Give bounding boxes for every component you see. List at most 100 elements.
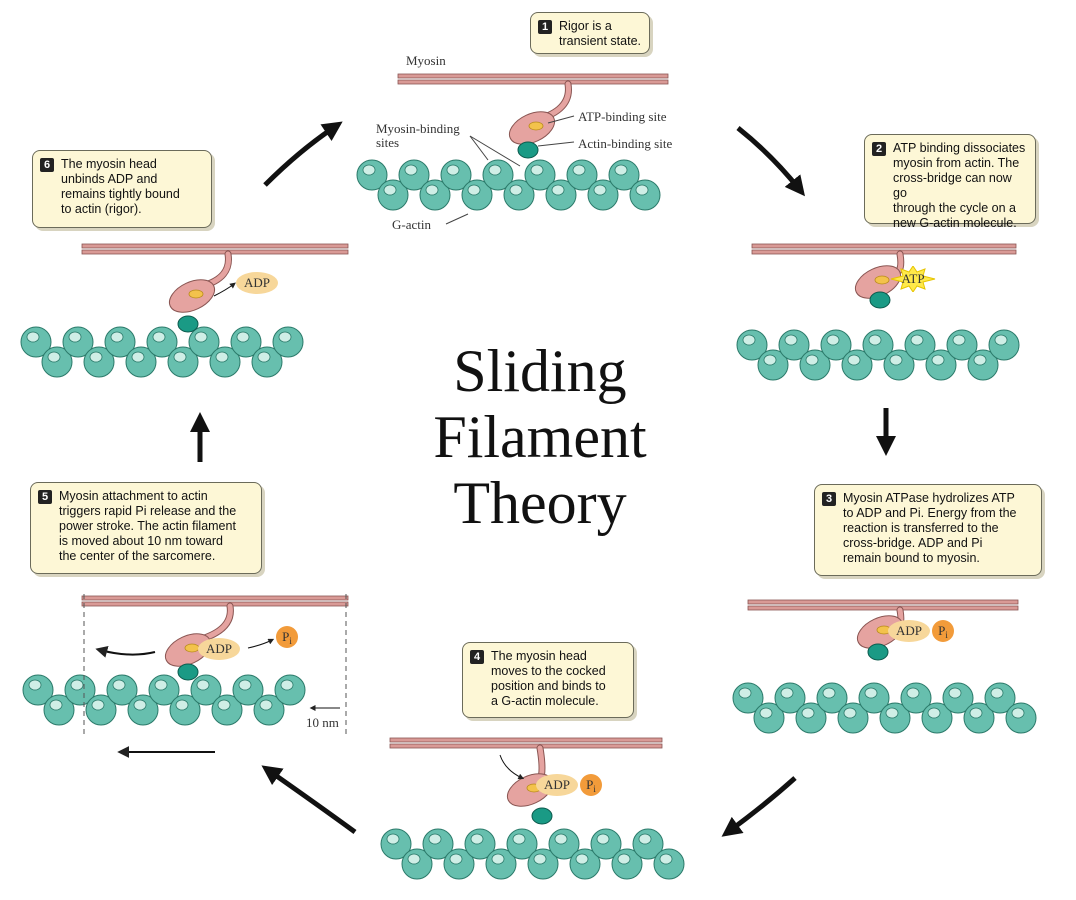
- g-actin-bead-highlight: [973, 354, 987, 366]
- myosin-thick-filament-6: [81, 243, 349, 255]
- diagram-title-line-2: Filament: [433, 404, 647, 470]
- atp-binding-site: [874, 275, 890, 285]
- g-actin-bead-highlight: [383, 184, 397, 196]
- g-actin-bead: [272, 326, 304, 358]
- g-actin-bead-highlight: [509, 184, 523, 196]
- pi-circle-3: Pi: [932, 620, 954, 642]
- g-actin-bead-highlight: [217, 699, 231, 711]
- g-actin-bead-highlight: [133, 699, 147, 711]
- cycle-arrow-3-to-4: [721, 776, 797, 837]
- g-actin-bead-highlight: [847, 354, 861, 366]
- g-actin-bead: [1005, 702, 1037, 734]
- step-6-callout: 6 The myosin head unbinds ADP and remain…: [32, 150, 212, 228]
- g-actin-bead-highlight: [742, 334, 756, 346]
- g-actin-bead-highlight: [257, 351, 271, 363]
- g-actin-bead-highlight: [512, 833, 526, 845]
- g-actin-bead-highlight: [763, 354, 777, 366]
- g-actin-bead-highlight: [110, 331, 124, 343]
- g-actin-bead-highlight: [278, 331, 292, 343]
- leader-lines: [445, 115, 575, 225]
- g-actin-bead-highlight: [551, 184, 565, 196]
- g-actin-bead: [274, 674, 306, 706]
- pi-circle-4: Pi: [580, 774, 602, 796]
- pi-text: P: [586, 777, 594, 792]
- g-actin-bead-highlight: [173, 351, 187, 363]
- adp-text: ADP: [243, 275, 270, 290]
- g-actin-bead-highlight: [533, 853, 547, 865]
- g-actin-bead-highlight: [868, 334, 882, 346]
- step-3-number: 3: [822, 492, 836, 506]
- actin-binding-site: [517, 141, 539, 159]
- g-actin-bead-highlight: [131, 351, 145, 363]
- diagram-title-line-3: Theory: [453, 470, 627, 536]
- g-actin-bead-highlight: [259, 699, 273, 711]
- adp-text: ADP: [205, 641, 232, 656]
- actin-filament-2: [736, 329, 1020, 381]
- g-actin-bead-highlight: [780, 687, 794, 699]
- g-actin-bead-highlight: [843, 707, 857, 719]
- myosin-thick-filament-2: [751, 243, 1017, 255]
- myosin-head-6: [168, 250, 232, 333]
- myosin-head-5: [164, 602, 234, 681]
- g-actin-bead-highlight: [407, 853, 421, 865]
- g-actin-bead-highlight: [362, 164, 376, 176]
- adp-bound-blob-4: ADP: [536, 774, 578, 796]
- atp-text: ATP: [901, 271, 925, 286]
- actin-binding-site: [177, 315, 199, 333]
- ten-nm-label: 10 nm: [306, 715, 339, 730]
- g-actin-bead-highlight: [112, 679, 126, 691]
- actin-filament-5: [22, 674, 306, 726]
- g-actin-bead-highlight: [596, 833, 610, 845]
- g-actin-bead-highlight: [386, 833, 400, 845]
- adp-text: ADP: [543, 777, 570, 792]
- g-actin-bead-highlight: [467, 184, 481, 196]
- g-actin-bead-highlight: [784, 334, 798, 346]
- step-4-text: The myosin head moves to the cocked posi…: [491, 649, 606, 708]
- actin-binding-site: [869, 291, 891, 309]
- g-actin-bead: [988, 329, 1020, 361]
- g-actin-bead-highlight: [864, 687, 878, 699]
- pi-subscript: i: [593, 784, 596, 794]
- g-actin-bead-highlight: [994, 334, 1008, 346]
- step-2-text: ATP binding dissociates myosin from acti…: [893, 141, 1026, 230]
- g-actin-bead-highlight: [617, 853, 631, 865]
- g-actin-bead-highlight: [910, 334, 924, 346]
- g-actin-bead-highlight: [91, 699, 105, 711]
- g-actin-bead-highlight: [738, 687, 752, 699]
- g-actin-bead: [629, 179, 661, 211]
- myosin-thick-filament-4: [389, 737, 663, 749]
- cycle-arrow-4-to-5: [261, 765, 357, 835]
- g-actin-bead-highlight: [215, 351, 229, 363]
- g-actin-bead-highlight: [49, 699, 63, 711]
- myosin-head-1: [508, 80, 572, 159]
- g-actin-bead-highlight: [196, 679, 210, 691]
- myosin-label: Myosin: [406, 53, 446, 68]
- g-actin-bead-highlight: [425, 184, 439, 196]
- step-1-callout: 1 Rigor is a transient state.: [530, 12, 650, 54]
- g-actin-bead-highlight: [572, 164, 586, 176]
- myosin-head-3: [856, 606, 905, 661]
- step-1-number: 1: [538, 20, 552, 34]
- power-stroke-arrow: [95, 646, 156, 658]
- g-actin-bead-highlight: [152, 331, 166, 343]
- g-actin-bead-highlight: [280, 679, 294, 691]
- actin-binding-site: [177, 663, 199, 681]
- g-actin-bead-highlight: [885, 707, 899, 719]
- g-actin-bead-highlight: [554, 833, 568, 845]
- step-6-number: 6: [40, 158, 54, 172]
- actin-filament-6: [20, 326, 304, 378]
- g-actin-bead-highlight: [575, 853, 589, 865]
- g-actin-bead-highlight: [154, 679, 168, 691]
- pi-released-circle: Pi: [276, 626, 298, 648]
- g-actin-bead-highlight: [638, 833, 652, 845]
- myosin-thick-filaments: [81, 73, 1019, 749]
- pi-release-arrow: [247, 638, 275, 649]
- g-actin-bead-highlight: [635, 184, 649, 196]
- g-actin-bead-highlight: [70, 679, 84, 691]
- g-actin-bead-highlight: [969, 707, 983, 719]
- g-actin-bead-highlight: [175, 699, 189, 711]
- atp-blob: ATP: [890, 266, 936, 292]
- g-actin-bead-highlight: [990, 687, 1004, 699]
- atp-binding-site-label: ATP-binding site: [578, 109, 667, 124]
- step-4-number: 4: [470, 650, 484, 664]
